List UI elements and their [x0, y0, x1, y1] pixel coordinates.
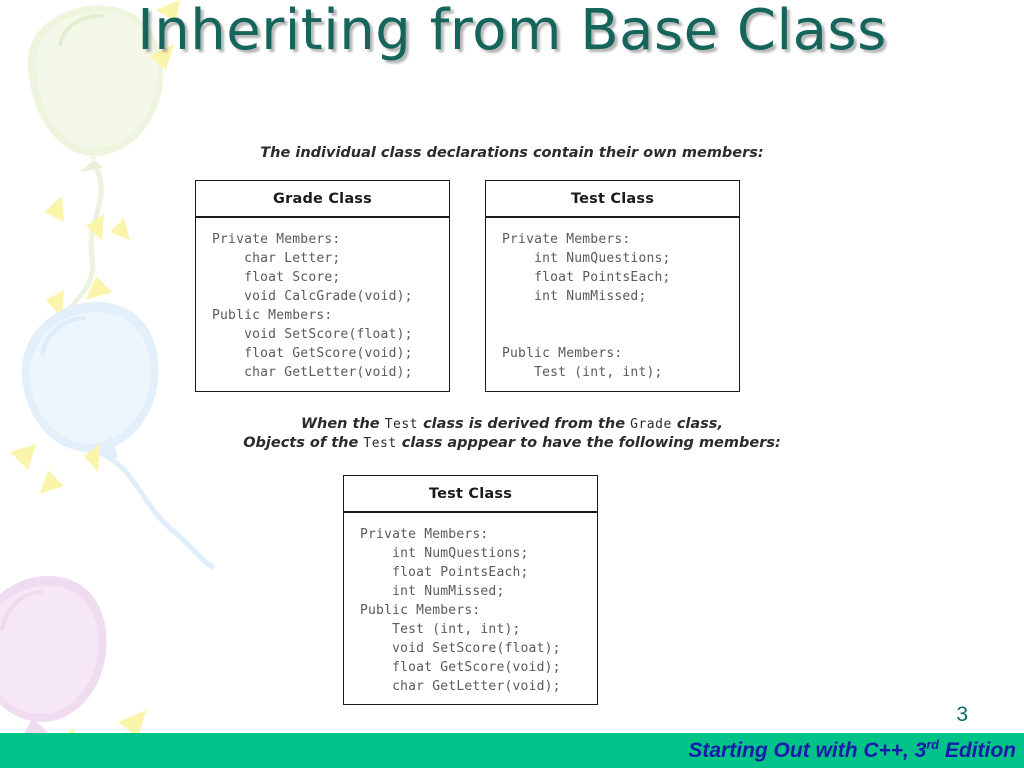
class-box-test: Test Class Private Members: int NumQuest… [485, 180, 740, 392]
caption-derived-l1-mono-test: Test [384, 417, 419, 432]
footer-ordinal-suffix: rd [926, 738, 939, 752]
class-box-grade-header: Grade Class [196, 181, 449, 218]
caption-derived-l2-part1: Objects of the [243, 435, 364, 451]
caption-derived-line-2: Objects of the Test class apppear to hav… [0, 434, 1024, 453]
caption-derived-l2-mono-test: Test [363, 436, 397, 451]
class-box-derived-test: Test Class Private Members: int NumQuest… [343, 475, 598, 705]
caption-derived-l1-part1: When the [301, 416, 385, 432]
class-box-derived-test-members: Private Members: int NumQuestions; float… [360, 527, 561, 694]
caption-derived-line-1: When the Test class is derived from the … [0, 415, 1024, 434]
class-box-test-header: Test Class [486, 181, 739, 218]
caption-derived-l2-part2: class apppear to have the following memb… [396, 435, 781, 451]
class-box-derived-test-header: Test Class [344, 476, 597, 513]
page-title: Inheriting from Base Class [137, 0, 887, 63]
class-box-test-members: Private Members: int NumQuestions; float… [502, 232, 671, 380]
caption-individual-declarations: The individual class declarations contai… [260, 145, 764, 161]
footer-title-prefix: Starting Out with C++, 3 [688, 739, 927, 762]
caption-derived-l1-part2: class is derived from the [418, 416, 631, 432]
caption-derived-l1-mono-grade: Grade [630, 417, 672, 432]
class-box-grade-members: Private Members: char Letter; float Scor… [212, 232, 413, 380]
caption-derived-class: When the Test class is derived from the … [0, 415, 1024, 453]
footer-bar: Starting Out with C++, 3rd Edition [0, 733, 1024, 768]
class-box-grade: Grade Class Private Members: char Letter… [195, 180, 450, 392]
footer-title-suffix: Edition [939, 739, 1016, 762]
footer-book-title: Starting Out with C++, 3rd Edition [688, 733, 1016, 768]
caption-derived-l1-part3: class, [671, 416, 723, 432]
page-number: 3 [956, 703, 968, 726]
